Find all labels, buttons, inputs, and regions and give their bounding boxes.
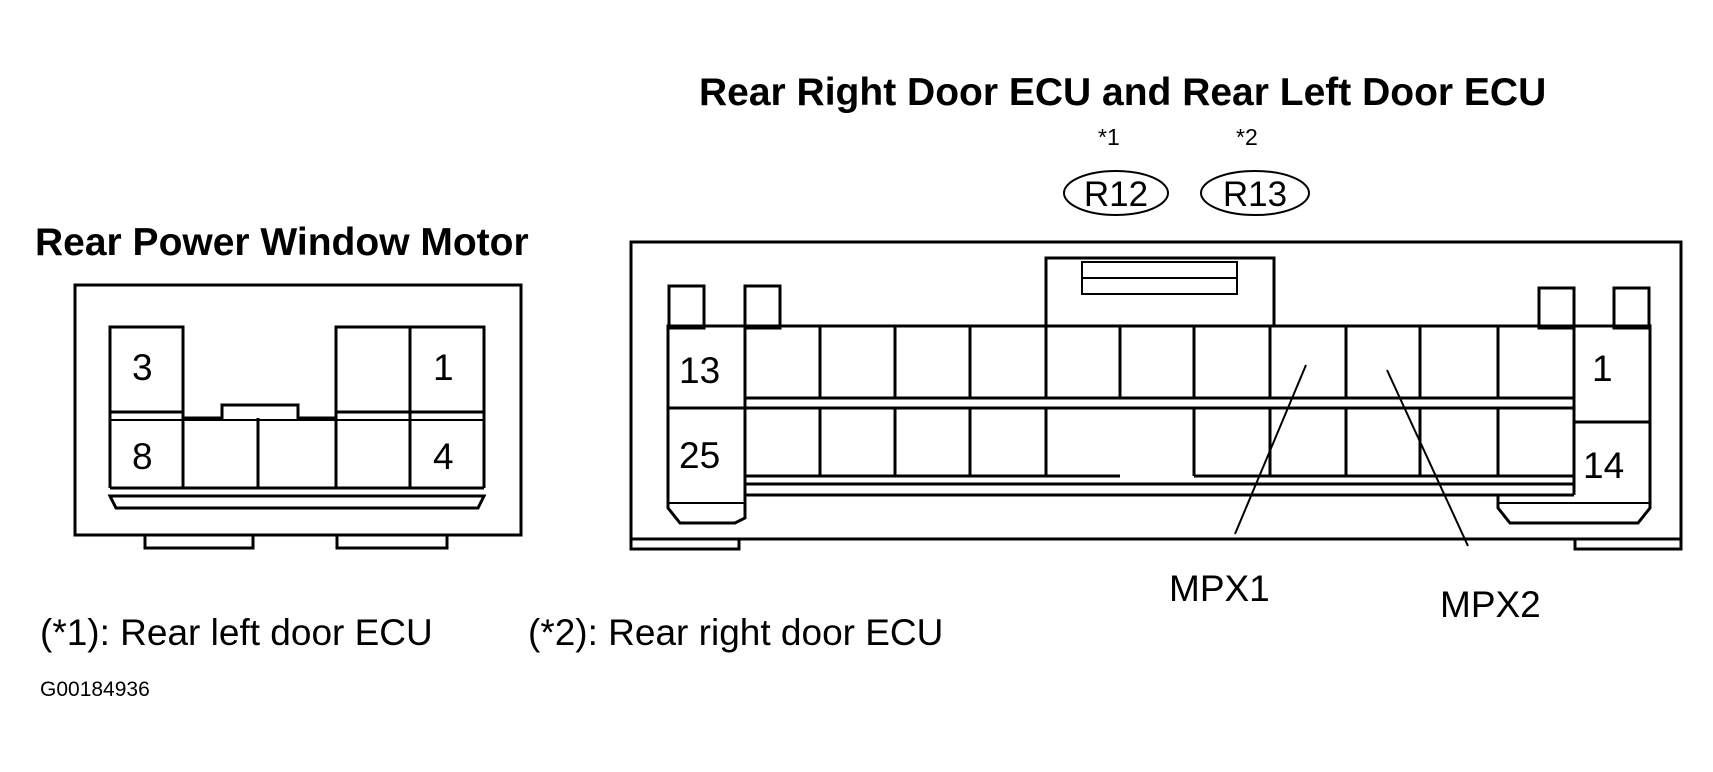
motor-upper-outline [108,325,486,488]
footnote-2: (*2): Rear right door ECU [528,612,943,653]
footnote-1: (*1): Rear left door ECU [40,612,433,653]
ecu-pin-25: 25 [679,435,720,476]
motor-housing [73,283,523,537]
motor-bottom-band [107,494,487,510]
ecu-connector: Rear Right Door ECU and Rear Left Door E… [629,71,1683,625]
motor-title: Rear Power Window Motor [35,221,529,264]
motor-pin-4: 4 [433,436,454,477]
ecu-housing [629,240,1683,541]
mpx1-label: MPX1 [1169,568,1270,609]
connector-code-oval-1 [1063,170,1169,216]
motor-pin-8: 8 [132,436,153,477]
ecu-pin-13: 13 [679,350,720,391]
ecu-pin-1: 1 [1592,348,1613,389]
motor-connector: Rear Power Window Motor 3 1 8 4 [35,221,529,550]
connector-code-1: R12 [1084,175,1148,214]
connector-code-oval-2 [1200,170,1310,216]
motor-tab-right [335,533,449,550]
ecu-title: Rear Right Door ECU and Rear Left Door E… [699,71,1546,114]
ecu-post-left-2 [743,284,782,330]
ecu-post-right-1 [1537,286,1576,330]
mpx2-leader [1386,369,1469,547]
motor-pin-3: 3 [132,347,153,388]
motor-tab-left [143,533,255,550]
mpx2-label: MPX2 [1440,584,1541,625]
ecu-pin-14: 14 [1583,445,1624,486]
motor-pin-1: 1 [433,347,454,388]
ecu-end-block-right [1496,324,1652,525]
ref-note-1: *1 [1098,124,1120,150]
mpx1-leader [1234,364,1307,535]
ecu-pin-field [745,324,1574,497]
ref-note-2: *2 [1236,124,1258,150]
ecu-latch [1044,256,1276,328]
connector-code-2: R13 [1223,175,1287,214]
ecu-post-right-2 [1612,286,1651,330]
ecu-tab-right [1573,537,1683,551]
figure-id: G00184936 [40,678,150,701]
ecu-cell-grid [818,326,1500,476]
ecu-tab-left [629,537,741,551]
ecu-post-left-1 [667,284,706,330]
